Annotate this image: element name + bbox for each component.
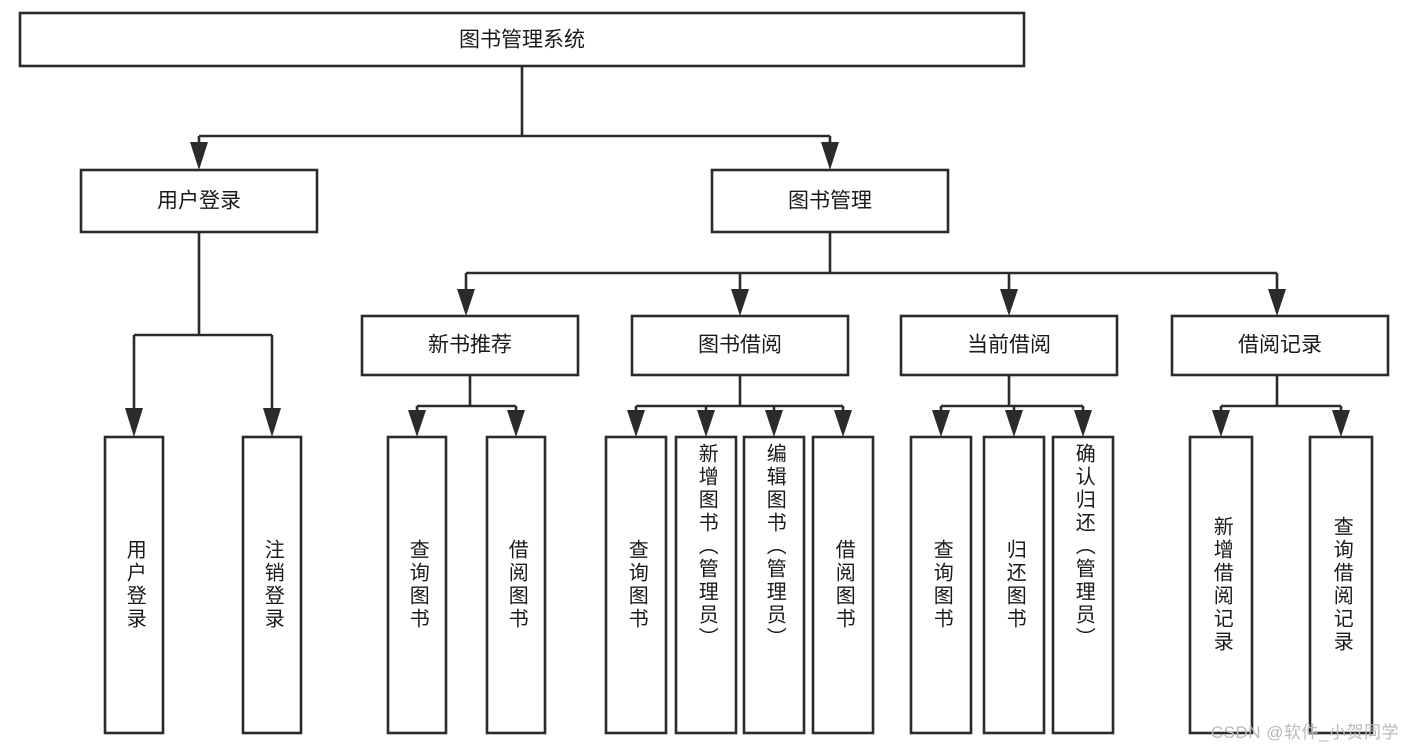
node-current-borrow-label: 当前借阅	[967, 334, 1051, 357]
node-borrow-record[interactable]: 借阅记录	[1170, 314, 1390, 377]
arrowhead-leaf-borrow-book-2	[834, 410, 852, 437]
leaf-box-add-borrow-record[interactable]	[1188, 435, 1254, 735]
arrowhead-book-borrow	[731, 289, 749, 316]
arrowhead-leaf-confirm-return	[1074, 410, 1092, 437]
leaf-box-query-book-borrow[interactable]	[604, 435, 668, 735]
arrowhead-leaf-query-book-1	[408, 410, 426, 437]
arrowhead-leaf-logout	[263, 408, 281, 437]
node-root-label: 图书管理系统	[459, 29, 585, 52]
leaf-box-logout[interactable]	[241, 435, 303, 735]
node-new-book-recommend-box[interactable]	[360, 314, 580, 377]
node-root[interactable]: 图书管理系统	[18, 11, 1026, 68]
node-new-book-recommend[interactable]: 新书推荐	[360, 314, 580, 377]
leaf-box-query-book-current[interactable]	[909, 435, 973, 735]
arrowhead-leaf-borrow-book-1	[507, 410, 525, 437]
arrowhead-leaf-return-book	[1005, 410, 1023, 437]
leaf-box-edit-book-admin[interactable]	[742, 435, 806, 735]
leaf-box-add-book-admin[interactable]	[674, 435, 738, 735]
node-user-login-label: 用户登录	[157, 190, 241, 213]
arrowhead-leaf-query-book-3	[932, 410, 950, 437]
node-borrow-record-label: 借阅记录	[1238, 334, 1322, 357]
node-user-login-box[interactable]	[79, 168, 319, 234]
leaf-box-query-book-rec[interactable]	[386, 435, 448, 735]
node-borrow-record-box[interactable]	[1170, 314, 1390, 377]
node-root-box[interactable]	[18, 11, 1026, 68]
csdn-watermark: CSDN @软件_小贺同学	[1210, 723, 1399, 742]
node-book-borrow-label: 图书借阅	[698, 334, 782, 357]
node-new-book-recommend-label: 新书推荐	[428, 334, 512, 357]
arrowhead-new-book-rec	[457, 289, 475, 316]
arrowhead-leaf-add-book	[697, 410, 715, 437]
arrowhead-leaf-edit-book	[765, 410, 783, 437]
node-current-borrow[interactable]: 当前借阅	[899, 314, 1119, 377]
leaf-box-query-borrow-record[interactable]	[1308, 435, 1374, 735]
connector-layer	[125, 66, 1350, 437]
arrowhead-user-login	[190, 142, 208, 170]
arrowhead-leaf-query-book-2	[627, 410, 645, 437]
node-book-management-box[interactable]	[710, 168, 950, 234]
arrowhead-borrow-record	[1268, 289, 1286, 316]
leaf-box-layer	[103, 435, 1374, 735]
leaf-box-user-login[interactable]	[103, 435, 165, 735]
node-book-management-label: 图书管理	[788, 190, 872, 213]
arrowhead-leaf-user-login	[125, 408, 143, 437]
node-current-borrow-box[interactable]	[899, 314, 1119, 377]
leaf-box-confirm-return-admin[interactable]	[1051, 435, 1115, 735]
leaf-box-borrow-book[interactable]	[811, 435, 875, 735]
arrowhead-leaf-add-record	[1212, 410, 1230, 437]
leaf-box-return-book[interactable]	[982, 435, 1046, 735]
arrowhead-leaf-query-record	[1332, 410, 1350, 437]
leaf-box-borrow-book-rec[interactable]	[485, 435, 547, 735]
node-book-borrow[interactable]: 图书借阅	[630, 314, 850, 377]
node-user-login[interactable]: 用户登录	[79, 168, 319, 234]
arrowhead-book-mgmt	[821, 142, 839, 170]
node-book-management[interactable]: 图书管理	[710, 168, 950, 234]
node-book-borrow-box[interactable]	[630, 314, 850, 377]
arrowhead-current-borrow	[1000, 289, 1018, 316]
